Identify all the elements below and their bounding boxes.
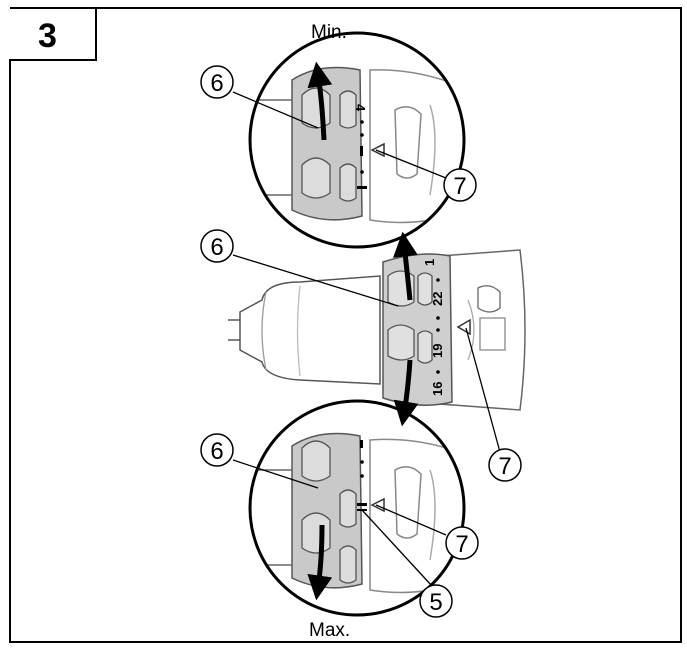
callout-6-lower: 6 xyxy=(200,433,234,467)
rotate-arrow-max xyxy=(307,524,333,601)
step-tab xyxy=(10,7,97,61)
magnified-view-min: 4 xyxy=(248,31,466,249)
step-number: 3 xyxy=(38,17,57,55)
dial-digit-top: 4 xyxy=(353,104,368,112)
callout-7-middle-label: 7 xyxy=(498,453,511,480)
dial-number-19: 19 xyxy=(430,344,445,358)
dial-number-1: 1 xyxy=(422,259,437,266)
callout-7-upper-label: 7 xyxy=(453,173,466,200)
callout-5-label: 5 xyxy=(429,589,442,616)
magnified-view-max xyxy=(248,399,466,617)
callout-6-middle-label: 6 xyxy=(210,234,223,261)
callout-5: 5 xyxy=(419,584,453,618)
callout-7-middle: 7 xyxy=(488,448,522,482)
rotate-arrow-down xyxy=(393,359,419,427)
callout-7-lower: 7 xyxy=(445,526,479,560)
rotate-arrow-up xyxy=(393,231,418,301)
callout-7-upper: 7 xyxy=(443,168,477,202)
label-min: Min. xyxy=(311,22,347,43)
callout-6-middle: 6 xyxy=(200,229,234,263)
rotate-arrow-min xyxy=(307,61,333,141)
callout-6-lower-label: 6 xyxy=(210,438,223,465)
indicator-triangle-lower xyxy=(370,497,385,513)
dial-number-16: 16 xyxy=(430,382,445,396)
drill-chuck-view: 1 22 19 16 xyxy=(228,231,526,427)
callout-6-upper: 6 xyxy=(200,65,234,99)
dial-number-22: 22 xyxy=(430,292,445,306)
indicator-triangle-upper xyxy=(370,142,385,158)
callout-7-lower-label: 7 xyxy=(455,531,468,558)
label-max: Max. xyxy=(309,620,350,641)
callout-6-upper-label: 6 xyxy=(210,70,223,97)
leader-lines xyxy=(232,91,501,587)
